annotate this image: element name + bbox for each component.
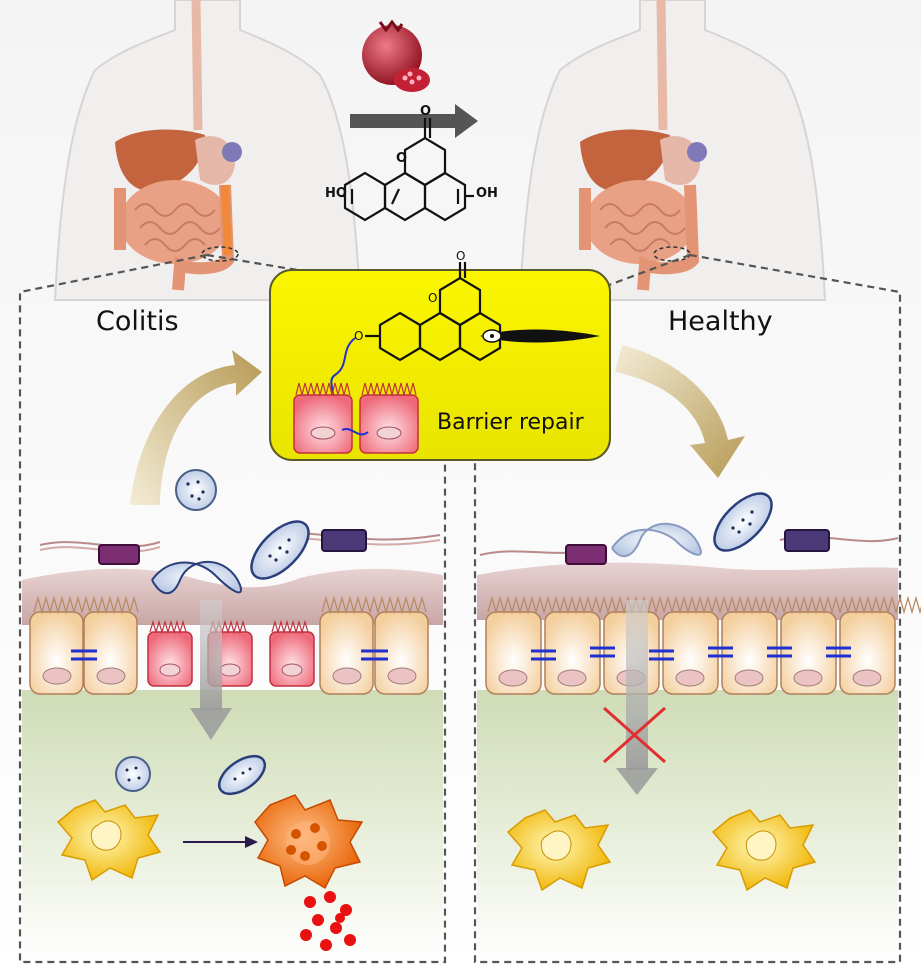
damaged-cells — [147, 619, 315, 687]
torso-healthy — [518, 0, 827, 301]
healthy-label: Healthy — [668, 306, 773, 337]
block-x — [603, 706, 666, 764]
arrow-to-healthy — [615, 345, 745, 478]
svg-text:O: O — [420, 104, 431, 119]
macrophage-icon — [56, 799, 162, 882]
pomegranate-icon — [362, 19, 430, 92]
hydroxyl-left-label: HO — [325, 186, 347, 201]
scissors-icon — [480, 329, 600, 343]
barrier-repair-label: Barrier repair — [437, 410, 584, 435]
urolithin-structure — [340, 118, 474, 222]
hydroxyl-right-label: OH — [476, 186, 498, 201]
treatment-arrow — [350, 104, 478, 138]
svg-text:O: O — [354, 329, 363, 343]
tight-junction — [71, 649, 388, 661]
torso-colitis — [53, 0, 362, 301]
cell-icon — [29, 595, 139, 695]
svg-text:O: O — [428, 291, 437, 305]
cytokine-dots — [300, 891, 356, 951]
tight-junction — [531, 646, 851, 661]
svg-text:O: O — [456, 249, 465, 263]
arrow-to-repair — [130, 350, 262, 505]
barrier-repair-box: O O O — [269, 249, 611, 461]
bacteria-icon — [175, 469, 217, 511]
healthy-tissue — [477, 492, 921, 960]
colitis-label: Colitis — [96, 306, 179, 337]
colitis-tissue — [22, 469, 443, 960]
svg-text:O: O — [396, 151, 407, 166]
